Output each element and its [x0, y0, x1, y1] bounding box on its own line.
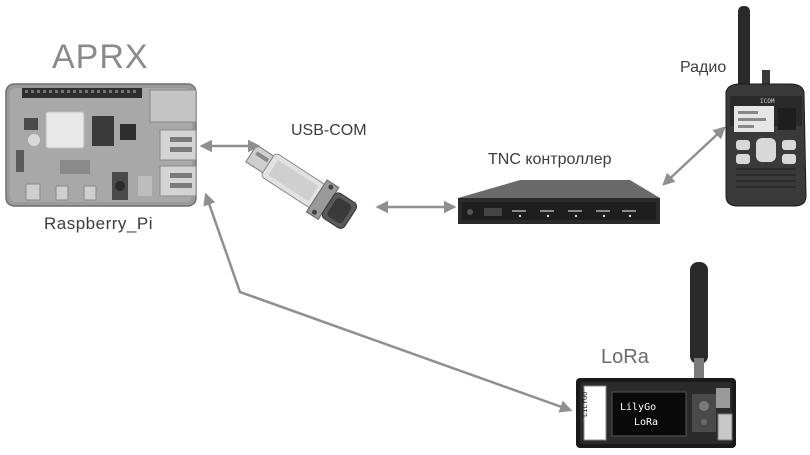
usb-com-adapter — [245, 144, 358, 229]
raspberry-pi-board — [5, 83, 197, 207]
radio-device: ICOM — [725, 6, 807, 207]
lora-board: LILYGO LilyGo LoRa — [576, 262, 736, 448]
arrow-tnc-radio — [662, 126, 726, 186]
arrow-rpi-lora — [203, 192, 573, 413]
raspberry-pi-label: Raspberry_Pi — [44, 214, 153, 233]
lora-label: LoRa — [601, 346, 649, 368]
usb-com-label: USB-COM — [291, 122, 367, 139]
tnc-controller-label: TNC контроллер — [488, 151, 612, 168]
radio-brand: ICOM — [760, 98, 775, 105]
aprx-title: APRX — [52, 38, 149, 76]
lilygo-brand: LILYGO — [581, 392, 589, 417]
oled-line-2: LoRa — [634, 417, 658, 428]
radio-label: Радио — [680, 59, 727, 76]
oled-line-1: LilyGo — [620, 402, 656, 413]
tnc-controller-device — [458, 180, 660, 224]
